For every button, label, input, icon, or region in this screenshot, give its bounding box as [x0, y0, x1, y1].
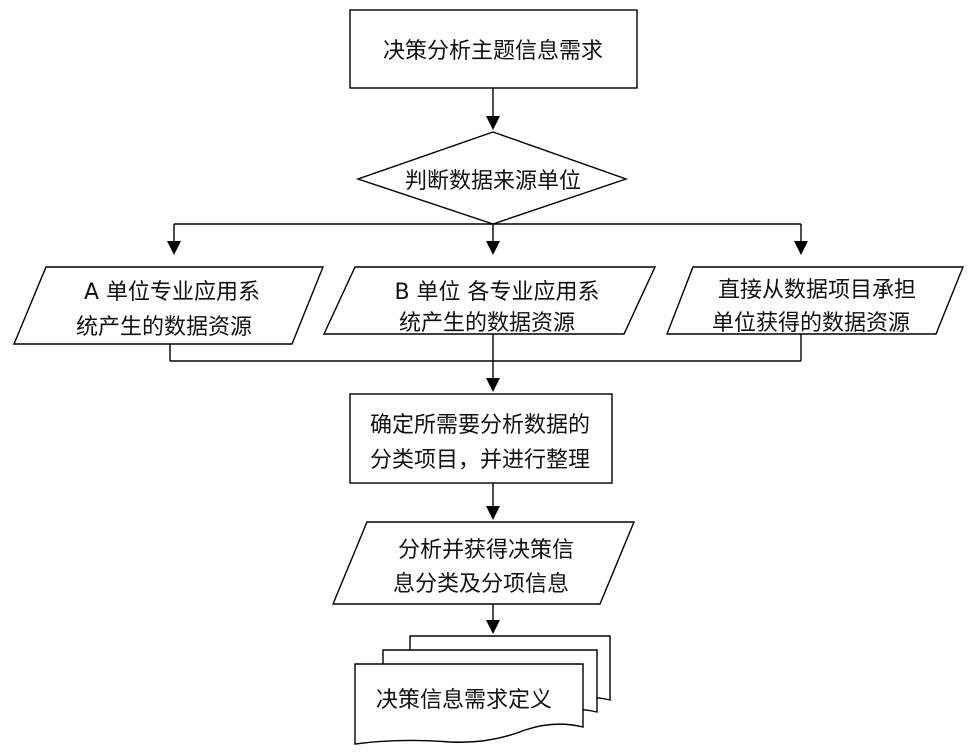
classify-box [349, 393, 613, 484]
analyze-parallelogram [331, 521, 636, 605]
requirement-box [349, 9, 638, 89]
output-document-front [354, 663, 584, 745]
source-b-line1: B 单位 各专业应用系 [394, 280, 599, 305]
requirement-label: 决策分析主题信息需求 [383, 39, 603, 64]
source-a-line2: 统产生的数据资源 [76, 315, 252, 340]
arrowhead [486, 241, 500, 255]
arrowhead [486, 378, 500, 392]
arrowhead [486, 116, 500, 130]
arrowhead [794, 241, 808, 255]
output-label: 决策信息需求定义 [376, 688, 552, 713]
analyze-line2: 息分类及分项信息 [393, 572, 569, 597]
source-direct-line1: 直接从数据项目承担 [718, 278, 916, 303]
classify-line2: 分类项目，并进行整理 [370, 448, 590, 473]
source-b-line2: 统产生的数据资源 [399, 311, 575, 336]
source-direct-parallelogram [665, 266, 965, 335]
decision-label: 判断数据来源单位 [405, 169, 581, 194]
arrowhead [486, 506, 500, 520]
arrowhead [167, 241, 181, 255]
source-a-parallelogram [12, 266, 325, 345]
arrowhead [486, 620, 500, 634]
source-direct-line2: 单位获得的数据资源 [712, 311, 910, 336]
analyze-line1: 分析并获得决策信 [398, 538, 574, 563]
source-b-parallelogram [322, 266, 657, 335]
source-a-line1: A 单位专业应用系 [84, 280, 260, 305]
classify-line1: 确定所需要分析数据的 [370, 413, 590, 438]
